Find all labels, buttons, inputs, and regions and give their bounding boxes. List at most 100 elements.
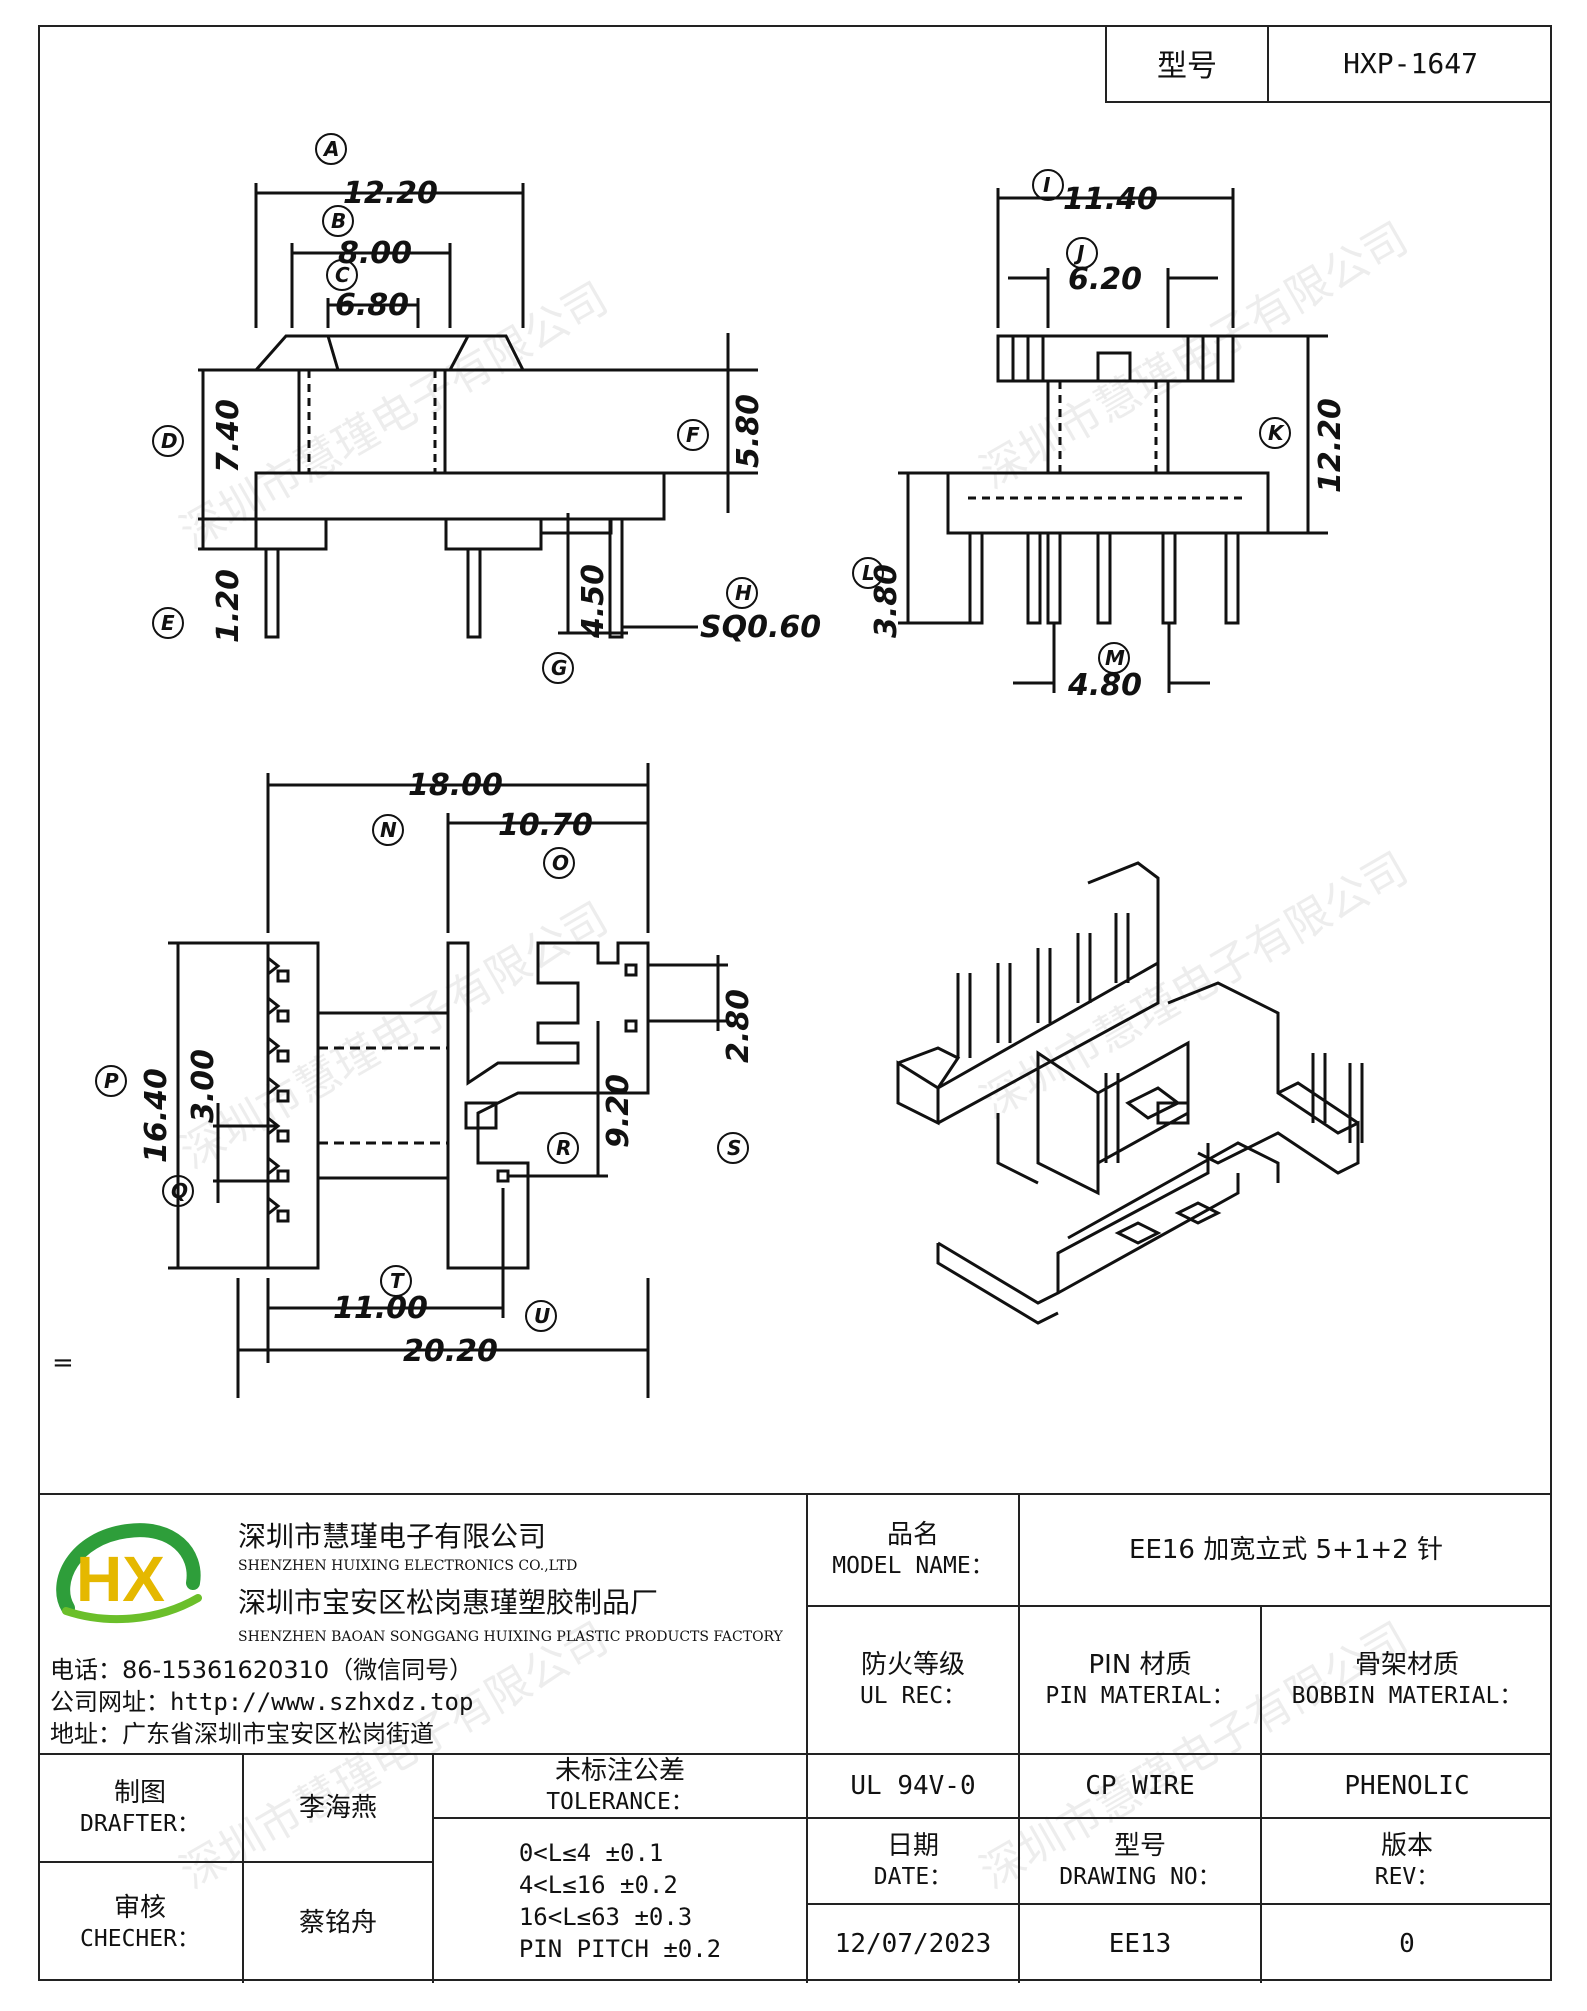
label-s: S bbox=[727, 1136, 741, 1160]
drafter-name-text: 李海燕 bbox=[298, 1793, 377, 1823]
model-name-value: EE16 加宽立式 5+1+2 针 bbox=[1018, 1495, 1552, 1605]
label-f: F bbox=[686, 423, 700, 447]
dim-s: 2.80 bbox=[721, 989, 756, 1063]
factory-name-en: SHENZHEN BAOAN SONGGANG HUIXING PLASTIC … bbox=[238, 1629, 783, 1645]
drawing-frame bbox=[38, 25, 1552, 1981]
label-a: A bbox=[322, 137, 339, 161]
company-info: HX 深圳市慧瑾电子有限公司 SHENZHEN HUIXING ELECTRON… bbox=[38, 1495, 806, 1753]
dim-u: 20.20 bbox=[403, 1334, 498, 1369]
label-h: H bbox=[735, 581, 752, 605]
label-circles bbox=[95, 133, 1291, 1332]
drafter-label: 制图 DRAFTER： bbox=[38, 1753, 242, 1861]
pin-cn: PIN 材质 bbox=[1088, 1650, 1192, 1680]
label-q: Q bbox=[171, 1179, 188, 1203]
tolerance-line-3: 16<L≤63 ±0.3 bbox=[518, 1903, 693, 1931]
company-website: 公司网址：http://www.szhxdz.top bbox=[50, 1688, 474, 1716]
bobbin-en: BOBBIN MATERIAL： bbox=[1291, 1683, 1523, 1709]
technical-drawing: A B C D E F G H I J K L M N O P Q R S T … bbox=[95, 133, 1364, 1398]
model-name-label: 品名 MODEL NAME： bbox=[806, 1495, 1018, 1605]
checker-name: 蔡铭舟 bbox=[242, 1861, 432, 1983]
date-value-text: 12/07/2023 bbox=[834, 1929, 992, 1959]
pin-value-text: CP WIRE bbox=[1085, 1771, 1195, 1801]
label-d: D bbox=[161, 429, 178, 453]
tolerance-line-4: PIN PITCH ±0.2 bbox=[518, 1935, 722, 1963]
factory-name-cn: 深圳市宝安区松岗惠瑾塑胶制品厂 bbox=[238, 1586, 659, 1619]
rev-value: 0 bbox=[1260, 1903, 1552, 1983]
stray-mark: = bbox=[52, 1348, 74, 1378]
model-value: HXP-1647 bbox=[1343, 46, 1478, 80]
bobbin-value: PHENOLIC bbox=[1260, 1753, 1552, 1817]
ul-en: UL REC： bbox=[859, 1683, 967, 1709]
label-t: T bbox=[390, 1269, 405, 1293]
label-c: C bbox=[335, 263, 350, 287]
drawing-no-value-text: EE13 bbox=[1108, 1929, 1172, 1959]
bobbin-material-label: 骨架材质 BOBBIN MATERIAL： bbox=[1260, 1605, 1552, 1753]
label-e: E bbox=[161, 611, 175, 635]
dim-b: 8.00 bbox=[338, 236, 412, 271]
dim-m: 4.80 bbox=[1067, 668, 1142, 703]
label-k: K bbox=[1268, 421, 1285, 445]
company-address: 地址：广东省深圳市宝安区松岗街道 bbox=[50, 1720, 434, 1748]
label-n: N bbox=[380, 818, 397, 842]
dim-q: 3.00 bbox=[186, 1049, 221, 1123]
date-en: DATE： bbox=[873, 1864, 953, 1890]
model-box: 型号 HXP-1647 bbox=[1105, 25, 1552, 103]
rev-value-text: 0 bbox=[1399, 1929, 1415, 1959]
company-name-cn: 深圳市慧瑾电子有限公司 bbox=[238, 1520, 547, 1553]
bobbin-value-text: PHENOLIC bbox=[1344, 1771, 1470, 1801]
tolerance-line-1: 0<L≤4 ±0.1 bbox=[518, 1839, 664, 1867]
dim-r: 9.20 bbox=[601, 1074, 636, 1148]
label-b: B bbox=[331, 209, 346, 233]
ul-value: UL 94V-0 bbox=[806, 1753, 1018, 1817]
model-label: 型号 bbox=[1107, 25, 1269, 101]
label-i: I bbox=[1043, 173, 1051, 197]
ul-value-text: UL 94V-0 bbox=[850, 1771, 976, 1801]
isometric-view bbox=[896, 861, 1364, 1325]
side-view bbox=[898, 188, 1328, 693]
dim-j: 6.20 bbox=[1068, 262, 1142, 297]
checker-name-text: 蔡铭舟 bbox=[298, 1908, 377, 1938]
company-name-en: SHENZHEN HUIXING ELECTRONICS CO.,LTD bbox=[238, 1558, 578, 1574]
model-name-en: MODEL NAME： bbox=[832, 1553, 994, 1579]
drawing-no-en: DRAWING NO： bbox=[1059, 1864, 1221, 1890]
bobbin-cn: 骨架材质 bbox=[1354, 1650, 1459, 1680]
rev-cn: 版本 bbox=[1380, 1831, 1433, 1861]
rev-en: REV： bbox=[1374, 1864, 1440, 1890]
dim-n: 18.00 bbox=[408, 768, 503, 803]
bottom-view bbox=[168, 763, 728, 1398]
label-r: R bbox=[556, 1136, 571, 1160]
label-l: L bbox=[862, 561, 875, 585]
dim-c: 6.80 bbox=[335, 288, 409, 323]
pin-material-label: PIN 材质 PIN MATERIAL： bbox=[1018, 1605, 1260, 1753]
label-u: U bbox=[534, 1304, 550, 1328]
dim-i: 11.40 bbox=[1063, 182, 1158, 217]
ul-rec-label: 防火等级 UL REC： bbox=[806, 1605, 1018, 1753]
dim-o: 10.70 bbox=[498, 808, 593, 843]
dim-h: SQ0.60 bbox=[700, 610, 821, 645]
tolerance-table: 0<L≤4 ±0.1 4<L≤16 ±0.2 16<L≤63 ±0.3 PIN … bbox=[432, 1817, 806, 1983]
tolerance-line-2: 4<L≤16 ±0.2 bbox=[518, 1871, 678, 1899]
dim-f: 5.80 bbox=[731, 394, 766, 468]
drawing-no-label: 型号 DRAWING NO： bbox=[1018, 1817, 1260, 1903]
date-cn: 日期 bbox=[886, 1831, 939, 1861]
dim-k: 12.20 bbox=[1313, 398, 1348, 493]
company-logo-icon: HX bbox=[56, 1523, 202, 1624]
drawing-no-value: EE13 bbox=[1018, 1903, 1260, 1983]
model-name-cn: 品名 bbox=[886, 1520, 939, 1550]
ul-cn: 防火等级 bbox=[860, 1650, 965, 1680]
company-phone: 电话：86-15361620310（微信同号） bbox=[50, 1656, 474, 1684]
logo-text: HX bbox=[76, 1543, 165, 1615]
dim-t: 11.00 bbox=[333, 1291, 428, 1326]
label-g: G bbox=[551, 656, 567, 680]
dim-p: 16.40 bbox=[139, 1068, 174, 1163]
tolerance-cn: 未标注公差 bbox=[554, 1756, 685, 1786]
pin-value: CP WIRE bbox=[1018, 1753, 1260, 1817]
pin-en: PIN MATERIAL： bbox=[1045, 1683, 1235, 1709]
rev-label: 版本 REV： bbox=[1260, 1817, 1552, 1903]
front-view bbox=[198, 183, 758, 639]
drafter-en: DRAFTER： bbox=[80, 1811, 200, 1837]
dim-l: 3.80 bbox=[869, 564, 904, 638]
dim-d: 7.40 bbox=[211, 399, 246, 473]
tolerance-label: 未标注公差 TOLERANCE： bbox=[432, 1753, 806, 1817]
date-value: 12/07/2023 bbox=[806, 1903, 1018, 1983]
